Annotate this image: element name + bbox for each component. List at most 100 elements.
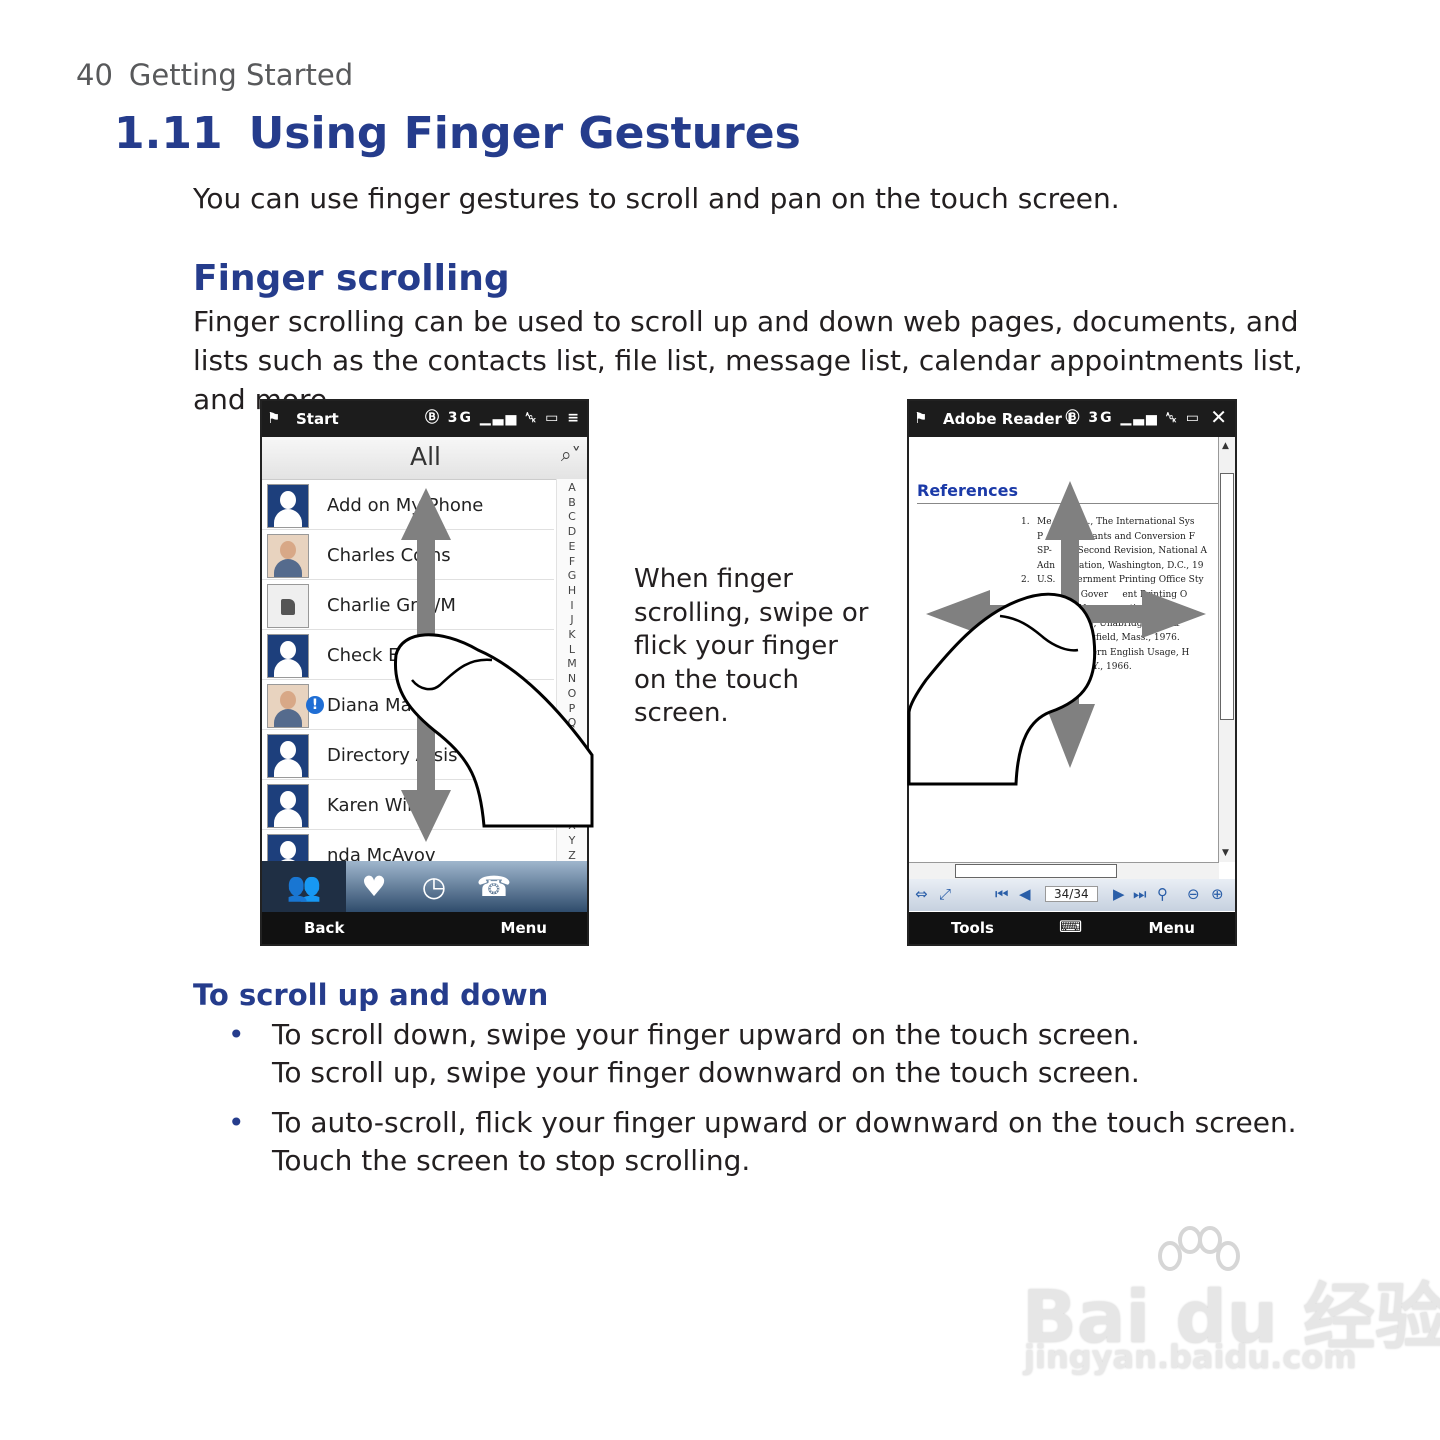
alphabet-letter[interactable]: A [568,481,576,494]
title-text: Start [296,410,339,428]
subsection-text: Finger scrolling can be used to scroll u… [193,305,1303,416]
fit-width-icon[interactable]: ⇔ [915,885,928,903]
scroll-thumb[interactable] [955,864,1117,878]
search-icon[interactable]: ⌕˅ [560,444,581,466]
tab-favorites[interactable]: ♥ [354,867,394,907]
avatar [267,784,309,828]
status-icons: Ⓑ 3G ▁▃▅ ␆ ▭ [1065,410,1201,426]
alphabet-letter[interactable]: E [568,539,576,553]
contact-name: Diana Ma [327,695,412,716]
reference-line: Adn stration, Washington, D.C., 19 [1021,559,1219,574]
procedure-steps: • To scroll down, swipe your finger upwa… [228,1016,1328,1192]
alphabet-letter[interactable]: C [568,510,576,524]
step-line: To auto-scroll, flick your finger upward… [272,1106,1297,1139]
contact-name: nda McAvov [327,845,436,866]
scroll-thumb[interactable] [1220,473,1234,720]
status-icons: Ⓑ 3G ▁▃▅ ␆ ▭ ≡ [424,410,581,426]
avatar [267,634,309,678]
finger-icon [393,633,594,828]
sim-card-icon [267,584,309,628]
fit-page-icon[interactable]: ⤢ [939,885,952,903]
alphabet-letter[interactable]: I [570,598,574,612]
alphabet-letter[interactable]: D [567,525,577,539]
avatar [267,484,309,528]
finger-icon [907,592,1097,786]
alphabet-letter[interactable]: H [567,583,577,597]
contact-name: Add on My Phone [327,495,484,516]
list-item: • To auto-scroll, flick your finger upwa… [228,1104,1328,1180]
baidu-paw-logo-icon [1158,1226,1240,1271]
document-view[interactable]: References 1.Me E. A., The International… [909,437,1219,862]
procedure-title: To scroll up and down [193,978,549,1012]
figure-caption: When finger scrolling, swipe or flick yo… [634,564,869,728]
alphabet-letter[interactable]: K [568,628,576,642]
page-number: 40 [76,58,113,92]
heart-person-icon: ♥ [361,870,387,903]
clock-person-icon: ◷ [421,870,447,903]
title-text: Adobe Reader L [943,410,1077,428]
keyboard-icon[interactable]: ⌨ [1059,917,1083,936]
prev-page-icon[interactable]: ◀ [1019,885,1031,903]
avatar [267,534,309,578]
section-heading: Using Finger Gestures [248,108,801,159]
next-page-icon[interactable]: ▶ [1113,885,1125,903]
search-icon[interactable]: ⚲ [1157,885,1168,903]
alphabet-letter[interactable]: G [567,569,577,583]
vertical-scrollbar[interactable]: ▲ ▼ [1218,437,1235,862]
tab-contacts[interactable]: 👥 [262,861,346,912]
contact-name: Check E [327,645,400,666]
windows-flag-icon[interactable]: ⚑ [267,409,281,427]
reference-text: U.S. overnment Printing Office Sty [1037,575,1204,585]
zoom-out-icon[interactable]: ⊖ [1187,885,1200,903]
soft-key-bar: Back Menu [262,912,587,944]
avatar [267,734,309,778]
step-line: Touch the screen to stop scrolling. [272,1144,751,1177]
alphabet-letter[interactable]: M [567,657,577,671]
menu-softkey[interactable]: Menu [500,919,547,937]
alphabet-letter[interactable]: N [567,672,577,686]
alphabet-letter[interactable]: Z [568,848,576,862]
windows-flag-icon[interactable]: ⚑ [914,409,928,427]
tools-softkey[interactable]: Tools [951,919,994,937]
tab-call[interactable]: ☎ [474,867,514,907]
scroll-down-icon[interactable]: ▼ [1222,848,1229,858]
first-page-icon[interactable]: ⏮ [995,885,1009,903]
alphabet-letter[interactable]: J [570,613,574,627]
people-icon: 👥 [286,870,322,903]
reference-number: 1. [1021,517,1030,527]
last-page-icon[interactable]: ⏭ [1133,885,1147,903]
chapter-name: Getting Started [128,58,354,92]
title-bar: ⚑ Start Ⓑ 3G ▁▃▅ ␆ ▭ ≡ [262,401,587,437]
reference-number: 2. [1021,575,1030,585]
bullet-icon: • [228,1106,245,1139]
alphabet-letter[interactable]: F [568,554,576,568]
watermark-brand: Bai du 经验 [1022,1275,1440,1359]
intro-text: You can use finger gestures to scroll an… [193,182,1120,215]
alphabet-letter[interactable]: P [568,701,576,715]
back-softkey[interactable]: Back [304,919,345,937]
alphabet-letter[interactable]: L [568,642,576,656]
reference-text: Adn stration, Washington, D.C., 19 [1037,560,1204,571]
step-line: To scroll down, swipe your finger upward… [272,1018,1140,1051]
subsection-title: Finger scrolling [193,258,510,299]
tab-bar: 👥 ♥ ◷ ☎ [262,861,587,912]
bullet-icon: • [228,1018,245,1051]
scroll-up-icon[interactable]: ▲ [1222,441,1229,451]
menu-softkey[interactable]: Menu [1148,919,1195,937]
zoom-in-icon[interactable]: ⊕ [1211,885,1224,903]
alphabet-letter[interactable]: Y [568,833,576,847]
doc-heading: References [917,481,1018,500]
reference-line: 2. U.S. overnment Printing Office Sty [1021,573,1219,588]
alphabet-letter[interactable]: B [568,495,576,509]
page-header: 40 Getting Started [76,58,353,92]
horizontal-scrollbar[interactable] [909,862,1219,879]
close-icon[interactable]: ✕ [1210,405,1229,429]
page-indicator[interactable]: 34/34 [1045,886,1098,902]
alphabet-letter[interactable]: Q [567,716,577,730]
phone-person-icon: ☎ [476,870,512,903]
watermark-url: jingyan.baidu.com [1024,1338,1357,1376]
alphabet-letter[interactable]: O [567,686,577,700]
tab-history[interactable]: ◷ [414,867,454,907]
